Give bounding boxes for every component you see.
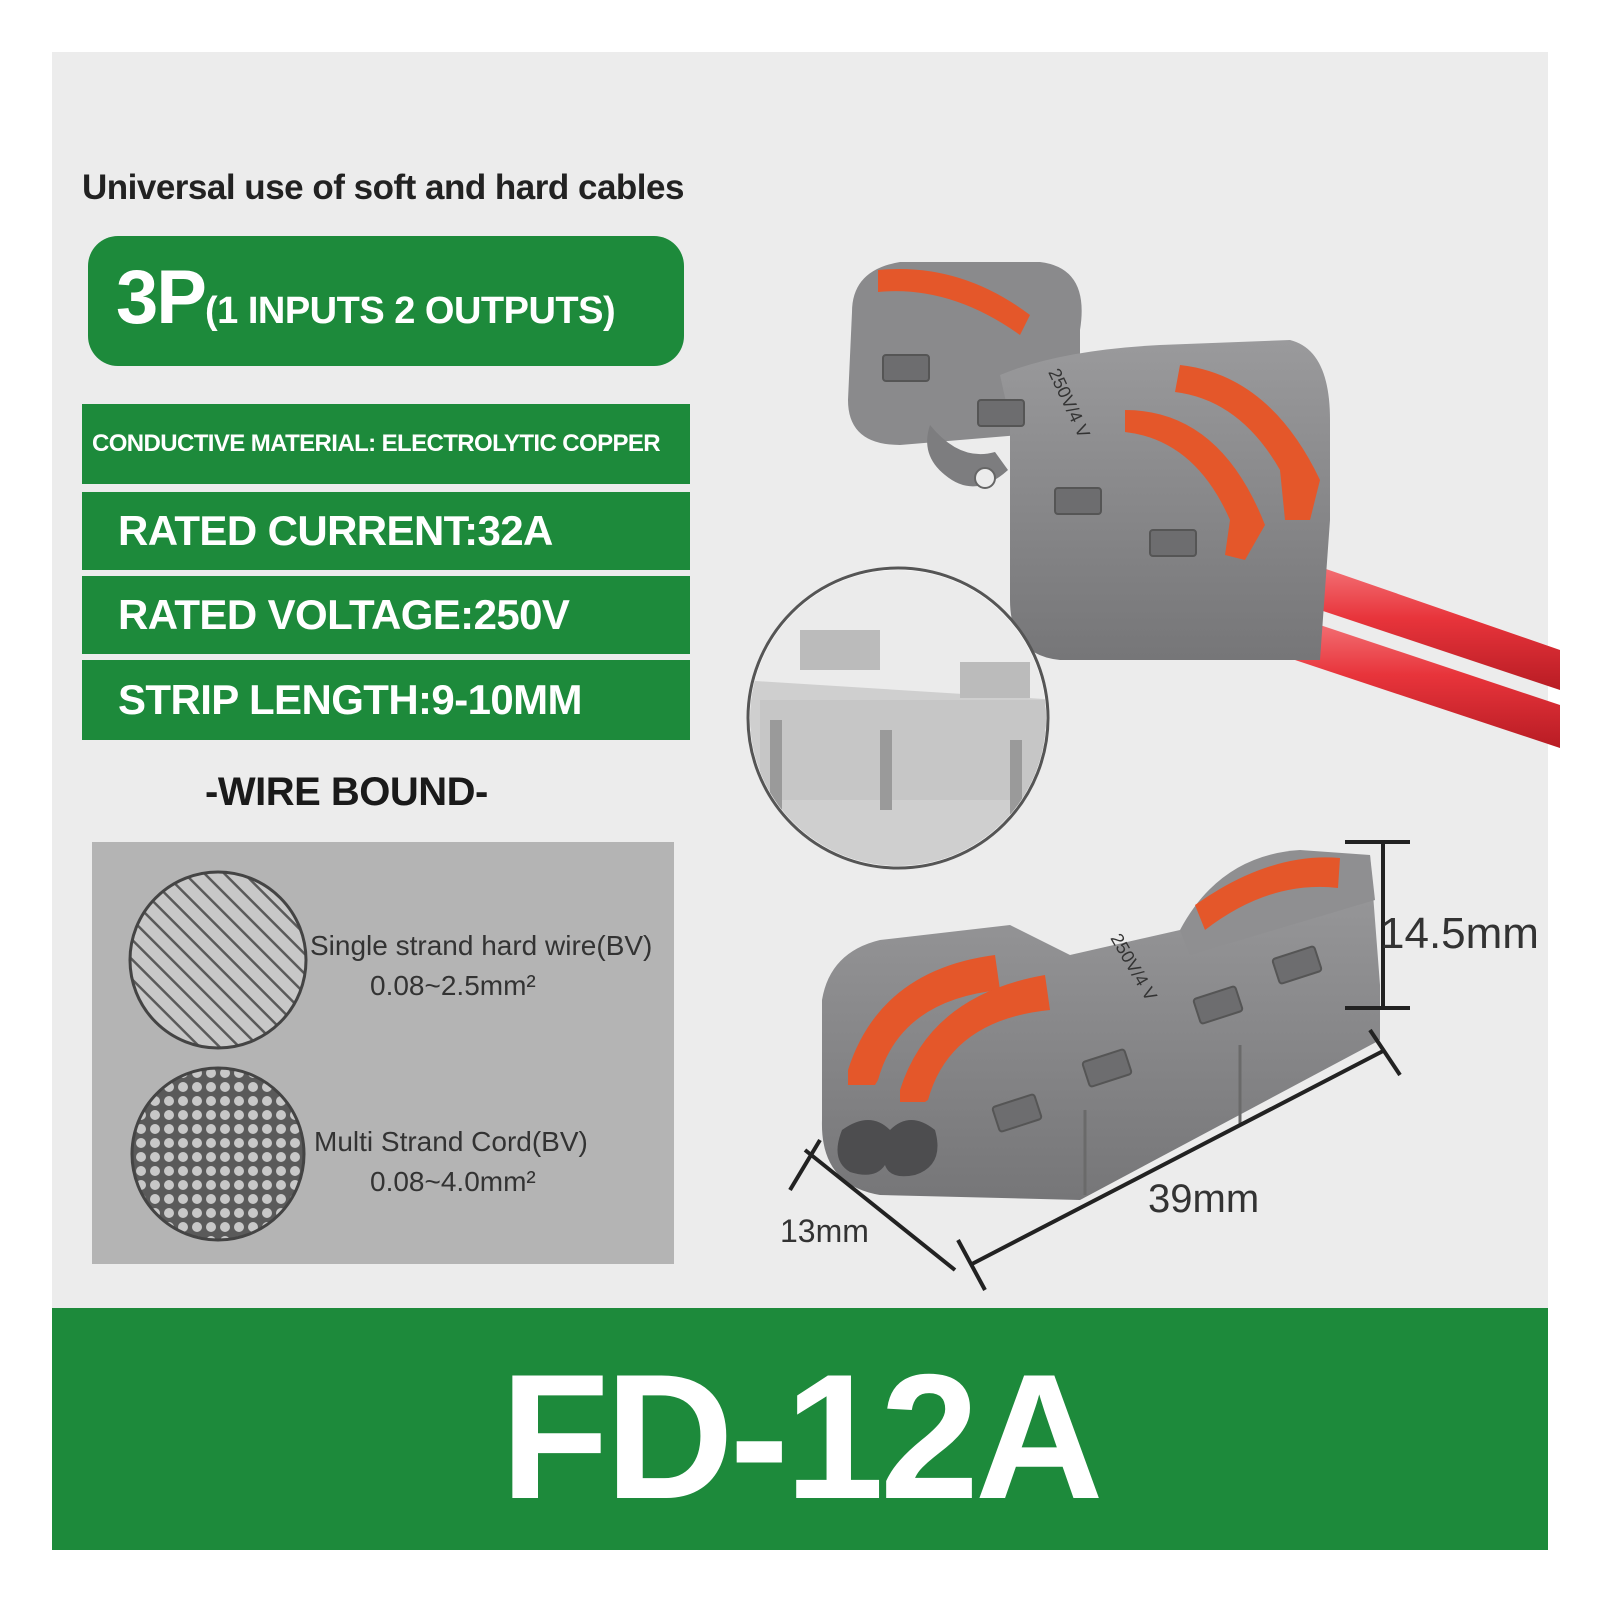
wire-range-solid: 0.08~2.5mm² — [370, 970, 536, 1001]
dimension-length: 39mm — [1148, 1177, 1259, 1221]
model-name: FD-12A — [500, 1337, 1103, 1536]
dimension-lines — [788, 840, 1410, 1291]
connector-wires — [1280, 560, 1560, 748]
wire-range-stranded: 0.08~4.0mm² — [370, 1166, 536, 1197]
wire-type-solid: Single strand hard wire(BV) — [310, 930, 653, 961]
pole-count: 3P — [116, 255, 207, 340]
stranded-wire-section-icon — [130, 1066, 306, 1242]
solid-wire-section-icon — [128, 870, 308, 1050]
dimension-height: 14.5mm — [1380, 909, 1539, 958]
wire-type-stranded: Multi Strand Cord(BV) — [314, 1126, 588, 1157]
spec-strip-length: STRIP LENGTH:9-10MM — [82, 660, 690, 740]
connector-top-view: 250V/4 V — [848, 262, 1330, 660]
pole-badge: 3P (1 INPUTS 2 OUTPUTS) — [88, 236, 684, 366]
wire-bound-box: Single strand hard wire(BV) 0.08~2.5mm² … — [92, 842, 674, 1264]
model-banner: FD-12A — [52, 1308, 1548, 1550]
connector-bottom-view: 250V/4 V — [821, 850, 1380, 1200]
headline: Universal use of soft and hard cables — [82, 168, 684, 207]
wire-section-graphics — [128, 870, 308, 1242]
spec-current: RATED CURRENT:32A — [82, 492, 690, 570]
wire-bound-title: -WIRE BOUND- — [205, 770, 488, 814]
spec-material: CONDUCTIVE MATERIAL: ELECTROLYTIC COPPER — [82, 404, 690, 484]
pole-io-description: (1 INPUTS 2 OUTPUTS) — [204, 290, 616, 332]
dimension-width: 13mm — [780, 1213, 869, 1249]
spec-voltage: RATED VOLTAGE:250V — [82, 576, 690, 654]
zoom-detail — [746, 566, 1050, 870]
